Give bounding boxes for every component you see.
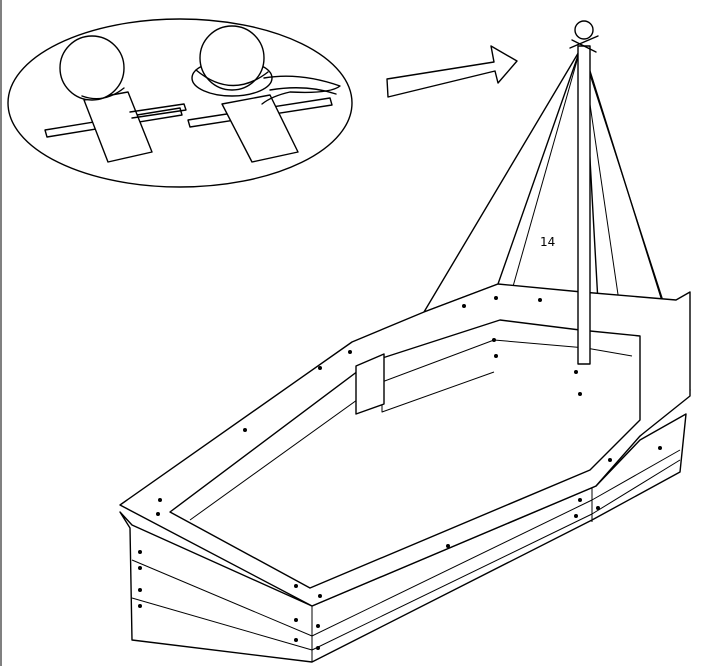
- mast-top-ball-icon: [574, 20, 594, 40]
- seat-block: [355, 353, 385, 415]
- detail-callout-icon: [7, 18, 353, 188]
- sand-pit-opening: [169, 319, 641, 589]
- hull-side-walls: [119, 413, 687, 663]
- right-arrow-icon: [386, 45, 518, 98]
- bolts: [138, 296, 662, 650]
- sail-left-icon: [423, 49, 581, 313]
- pole-ball-before-icon: [44, 35, 187, 163]
- pole-ball-after-icon: [187, 25, 341, 163]
- sandbox-boat-icon: 14: [119, 20, 691, 663]
- mast-pole: [577, 45, 591, 365]
- part-number-label: 14: [540, 235, 555, 249]
